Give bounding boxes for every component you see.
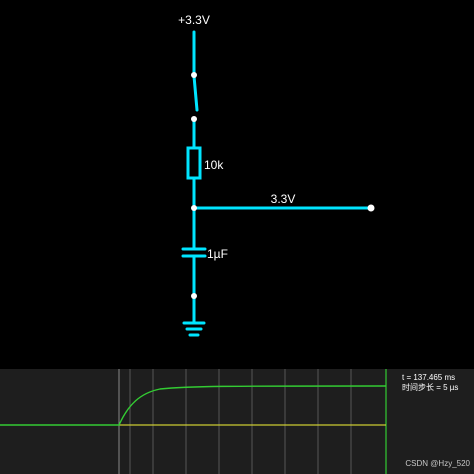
supply-label: +3.3V	[178, 13, 210, 27]
capacitor-label: 1µF	[207, 247, 228, 261]
node-switch-bottom[interactable]	[191, 116, 197, 122]
oscilloscope-panel[interactable]: t = 137.465 ms 时间步长 = 5 µs CSDN @Hzy_520	[0, 369, 474, 474]
node-ground[interactable]	[191, 293, 197, 299]
resistor-body[interactable]	[186, 146, 202, 180]
node-junction[interactable]	[191, 205, 197, 211]
voltage-trace	[0, 385, 387, 426]
node-probe-end[interactable]	[367, 204, 375, 212]
probe-label: 3.3V	[271, 192, 296, 206]
time-readout: t = 137.465 ms	[402, 373, 455, 382]
resistor-label: 10k	[204, 158, 224, 172]
node-switch-top[interactable]	[191, 72, 197, 78]
step-readout: 时间步长 = 5 µs	[402, 382, 458, 392]
watermark: CSDN @Hzy_520	[405, 459, 470, 468]
switch-blade[interactable]	[192, 74, 199, 112]
circuit-schematic: +3.3V 10k 1µF 3.3V	[178, 13, 375, 337]
